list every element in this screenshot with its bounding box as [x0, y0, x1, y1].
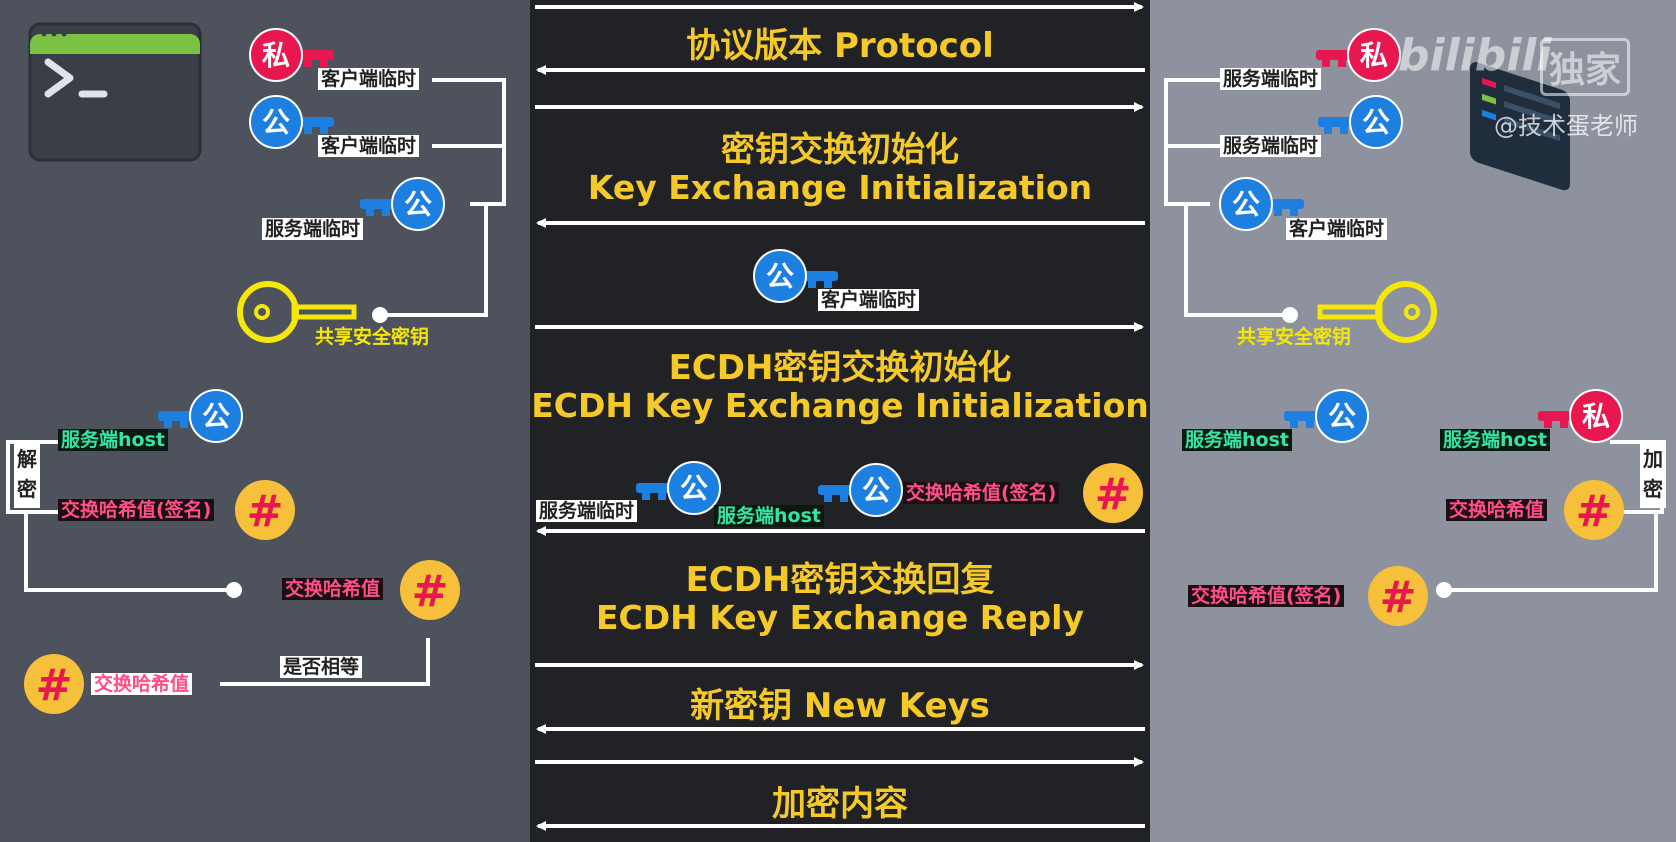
client-temp-private-key-icon: 私: [249, 28, 334, 82]
decrypt-lines: [6, 440, 430, 686]
public-key-glyph: 公: [1232, 188, 1260, 221]
client-temp-public-key-msg-icon: 公: [753, 249, 838, 303]
is-equal-label: 是否相等: [280, 656, 363, 678]
client-temp-private-label: 客户端临时: [318, 68, 420, 90]
client-bracket-lines: [372, 78, 506, 323]
msg-signed-hash-label: 交换哈希值(签名): [903, 482, 1060, 504]
server-host-private-key-icon: 私: [1538, 389, 1623, 443]
computed-hash-label: 交换哈希值: [91, 673, 193, 695]
ecdh-reply-title-en: ECDH Key Exchange Reply: [595, 598, 1084, 637]
exchange-hash-icon: #: [400, 560, 460, 620]
hash-glyph: #: [36, 660, 73, 711]
computed-hash-icon: #: [24, 654, 84, 714]
watermark-brand: bilibili: [1398, 30, 1552, 81]
server-temp-public-key-msg-icon: 公: [636, 461, 721, 515]
public-key-glyph: 公: [862, 474, 890, 507]
signed-hash-msg-icon: #: [1083, 463, 1143, 523]
server-host-public-key-msg-icon: 公: [818, 463, 903, 517]
protocol-arrows: [535, 2, 1145, 75]
ecdh-reply-title-cn: ECDH密钥交换回复: [685, 560, 995, 600]
watermark-author: @技术蛋老师: [1494, 112, 1638, 140]
client-server-host-label: 服务端host: [58, 429, 168, 451]
public-key-glyph: 公: [1362, 106, 1390, 139]
server-exchange-hash-label: 交换哈希值: [1446, 499, 1548, 521]
hash-glyph: #: [247, 486, 284, 537]
hash-glyph: #: [1095, 469, 1132, 520]
client-server-host-public-key-icon: 公: [158, 389, 243, 443]
client-temp-public-label: 客户端临时: [318, 135, 420, 157]
private-key-glyph: 私: [1360, 39, 1388, 72]
server-temp-public-key-icon-right: 公: [1318, 95, 1403, 149]
public-key-glyph: 公: [404, 188, 432, 221]
hash-glyph: #: [1576, 486, 1613, 537]
terminal-icon: [28, 22, 202, 162]
kex-init-arrows: [535, 102, 1145, 228]
kex-init-title-en: Key Exchange Initialization: [587, 168, 1093, 207]
ecdh-init-title-cn: ECDH密钥交换初始化: [668, 348, 1012, 388]
server-temp-private-label: 服务端临时: [1220, 68, 1322, 90]
decrypt-label: 解密: [14, 440, 40, 508]
server-exchange-hash-icon: #: [1564, 480, 1624, 540]
encrypt-label: 加密: [1640, 440, 1666, 508]
public-key-glyph: 公: [680, 472, 708, 505]
client-temp-public-key-icon: 公: [249, 95, 334, 149]
client-shared-key-icon: [237, 281, 357, 343]
server-shared-key-icon: [1317, 281, 1437, 343]
signed-hash-label: 交换哈希值(签名): [58, 499, 215, 521]
hash-glyph: #: [1380, 572, 1417, 623]
encrypted-content-arrows: [535, 757, 1145, 831]
message-flow-panel: [530, 0, 1150, 842]
server-shared-key-label: 共享安全密钥: [1237, 326, 1352, 348]
server-signed-hash-label: 交换哈希值(签名): [1188, 585, 1345, 607]
exchange-hash-label: 交换哈希值: [282, 578, 384, 600]
public-key-glyph: 公: [262, 106, 290, 139]
signed-hash-icon: #: [235, 480, 295, 540]
private-key-glyph: 私: [262, 39, 290, 72]
ecdh-init-title-en: ECDH Key Exchange Initialization: [531, 386, 1149, 425]
hash-glyph: #: [412, 566, 449, 617]
server-host-private-label: 服务端host: [1440, 429, 1550, 451]
msg-server-temp-label: 服务端临时: [536, 500, 638, 522]
private-key-glyph: 私: [1582, 400, 1610, 433]
kex-init-title-cn: 密钥交换初始化: [721, 130, 959, 170]
msg-server-host-label: 服务端host: [714, 505, 824, 527]
new-keys-arrows: [535, 660, 1145, 734]
client-shared-key-label: 共享安全密钥: [315, 326, 430, 348]
encrypted-content-title: 加密内容: [772, 784, 908, 824]
server-temp-public-key-icon: 公: [360, 177, 445, 231]
server-temp-public-label: 服务端临时: [262, 218, 364, 240]
public-key-glyph: 公: [766, 260, 794, 293]
public-key-glyph: 公: [202, 400, 230, 433]
public-key-glyph: 公: [1328, 400, 1356, 433]
server-bracket-lines: [1164, 78, 1298, 323]
msg-client-temp-label: 客户端临时: [818, 289, 920, 311]
protocol-title: 协议版本 Protocol: [686, 26, 994, 66]
server-signed-hash-icon: #: [1368, 566, 1428, 626]
new-keys-title: 新密钥 New Keys: [690, 686, 990, 726]
server-host-public-label: 服务端host: [1182, 429, 1292, 451]
client-temp-public-label-right: 客户端临时: [1286, 218, 1388, 240]
client-temp-public-key-icon-right: 公: [1219, 177, 1304, 231]
server-temp-public-label-right: 服务端临时: [1220, 135, 1322, 157]
watermark-exclusive: 独家: [1540, 38, 1631, 96]
server-temp-private-key-icon: 私: [1316, 28, 1401, 82]
server-host-public-key-icon: 公: [1284, 389, 1369, 443]
